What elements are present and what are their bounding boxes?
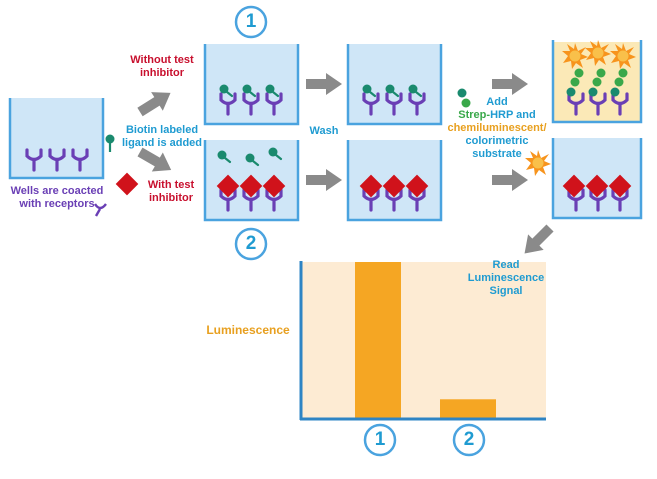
- read-signal-label: Read Luminescence Signal: [467, 259, 545, 297]
- chart-badge-2: [452, 423, 486, 457]
- well-step1-ligand: [203, 44, 300, 126]
- luminescence-chart: [299, 261, 546, 421]
- chart-plot-area: [301, 262, 546, 418]
- arrow-wash-1: [306, 73, 342, 95]
- step1-badge: [234, 5, 268, 39]
- bar-1: [355, 262, 401, 418]
- chart-badge-1: [363, 423, 397, 457]
- well-signal-2: [551, 138, 643, 220]
- with-inhibitor-label: With test inhibitor: [147, 179, 195, 204]
- arrow-add-1: [492, 73, 528, 95]
- hrp-chain: [566, 68, 628, 97]
- well-washed-2: [346, 140, 443, 222]
- without-inhibitor-label: Without test inhibitor: [130, 54, 194, 79]
- well-washed-1: [346, 44, 443, 126]
- step2-number: 2: [245, 233, 257, 254]
- well-step2-inhibitor: [203, 140, 300, 222]
- chart-category-2: 2: [463, 429, 475, 450]
- step2-badge: [234, 227, 268, 261]
- biotin-label: Biotin labeled ligand is added: [121, 124, 203, 149]
- well-signal-1: [551, 40, 643, 124]
- inhibitor-icon: [115, 172, 139, 196]
- strep-hrp-icon: [457, 88, 471, 108]
- arrow-add-2: [492, 169, 528, 191]
- biotin-ligand-icon: [105, 134, 115, 152]
- well-coated: [8, 98, 105, 180]
- arrow-to-step1: [134, 83, 177, 122]
- wash-label: Wash: [309, 125, 339, 137]
- bar-2: [440, 399, 496, 418]
- arrow-wash-2: [306, 169, 342, 191]
- wells-coated-label: Wells are coacted with receptors: [10, 185, 104, 210]
- receptor-icon: [93, 203, 107, 217]
- step1-number: 1: [245, 11, 257, 32]
- arrow-read: [516, 220, 558, 262]
- y-axis-label: Luminescence: [206, 323, 290, 337]
- chart-category-1: 1: [374, 429, 386, 450]
- add-reagents-label: Add Strep-HRP and chemiluminescent/ colo…: [447, 96, 547, 160]
